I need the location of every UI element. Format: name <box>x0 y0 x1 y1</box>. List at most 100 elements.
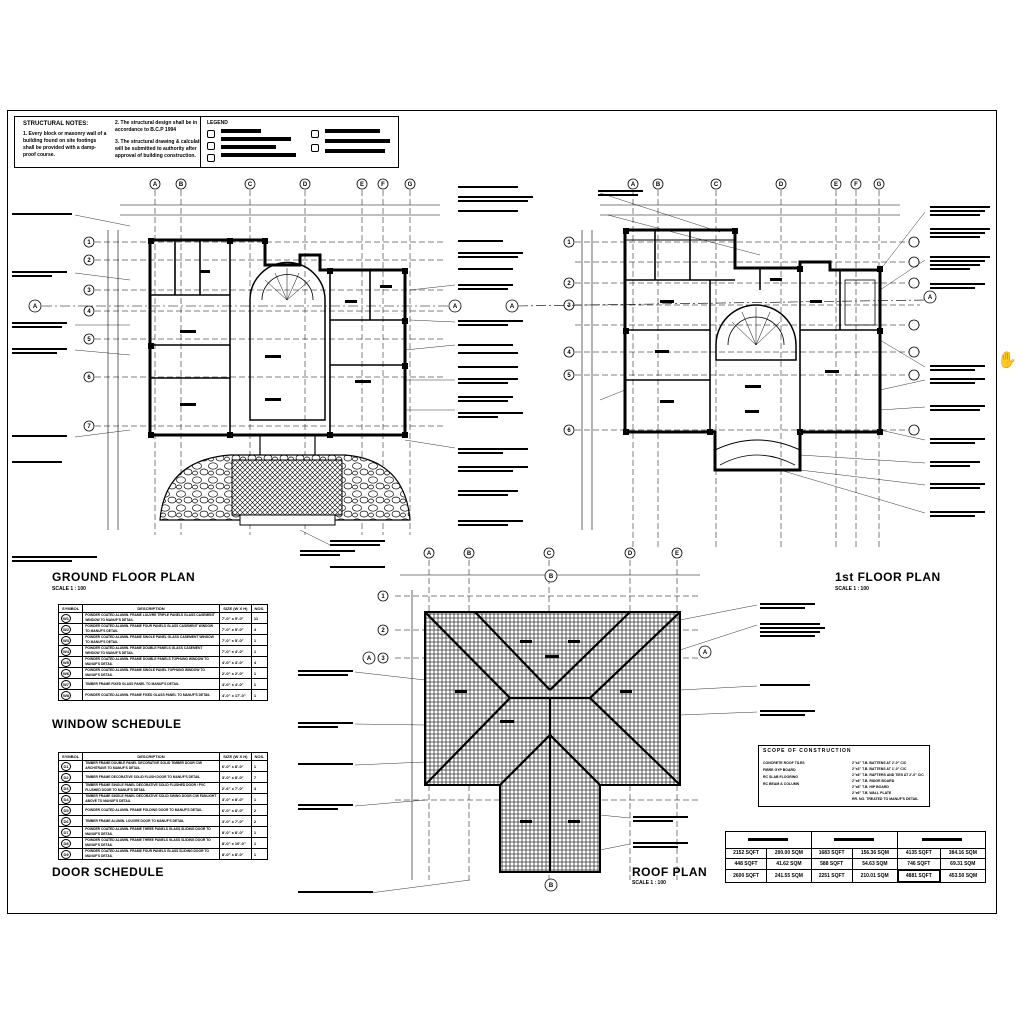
scope-right-line: 2"x6" T.B. HIP BOARD <box>852 785 889 789</box>
grid-column-label: A <box>631 182 636 188</box>
header-size: SIZE (W X H) <box>218 752 252 761</box>
door-schedule-symbol-cell: D9 <box>57 848 84 860</box>
legend-text-7 <box>325 149 385 153</box>
grid-row-label: 2 <box>567 281 571 287</box>
grid-column-label: E <box>675 551 679 557</box>
grid-row-label: 4 <box>87 309 91 315</box>
window-schedule-description: POWDER COATED ALUMIN. FRAME FOUR PANELS … <box>82 623 220 635</box>
grid-row-label: 3 <box>567 303 571 309</box>
window-schedule-nos: 1 <box>250 678 269 690</box>
area-header-row <box>725 831 986 849</box>
grid-column-label: D <box>303 182 308 188</box>
door-schedule-description: TIMBER FRAME DECORATIVE SOLID FLUSH DOOR… <box>82 771 220 783</box>
door-schedule-symbol-cell: D5 <box>57 804 84 816</box>
window-schedule-symbol-cell: W1 <box>57 612 84 624</box>
area-cell: 54.63 SQM <box>851 858 899 871</box>
door-schedule-size: 3'-0" x 7'-0" <box>218 815 252 827</box>
window-schedule-description: TIMBER FRAME FIXED GLASS PANEL TO MANUF'… <box>82 678 220 690</box>
door-schedule-symbol: D7 <box>61 827 71 837</box>
grid-row-label: 4 <box>567 350 571 356</box>
legend-text-4 <box>221 153 296 157</box>
header-symbol: SYMBOL <box>57 604 84 613</box>
area-cell: 2600 SQFT <box>724 869 768 883</box>
grid-column-label: F <box>854 182 858 188</box>
door-schedule-nos: 1 <box>250 826 269 838</box>
grid-column-label: A <box>153 182 158 188</box>
area-header-3 <box>897 831 986 849</box>
legend-text-6 <box>325 139 390 143</box>
grid-column-label: E <box>834 182 838 188</box>
header-description: DESCRIPTION <box>82 752 220 761</box>
window-schedule-symbol-cell: W6 <box>57 667 84 679</box>
window-schedule-nos: 1 <box>250 667 269 679</box>
door-schedule-symbol-cell: D3 <box>57 782 84 794</box>
drawing-border <box>7 110 997 914</box>
grid-row-label: 2 <box>381 628 385 634</box>
legend-text-1 <box>221 129 261 133</box>
grid-row-label: 5 <box>87 337 91 343</box>
scope-of-construction-box: SCOPE OF CONSTRUCTION CONCRETE ROOF TILE… <box>758 745 930 807</box>
grid-column-label: G <box>877 182 882 188</box>
structural-note-1: 1. Every block or masonry wall of a buil… <box>23 131 107 158</box>
door-schedule-symbol: D2 <box>61 772 71 782</box>
door-schedule-nos: 2 <box>250 804 269 816</box>
area-cell: 210.01 SQM <box>851 869 899 883</box>
legend-symbol-brick <box>207 142 215 150</box>
window-schedule-size: 7'-0" x 5'-0" <box>218 612 252 624</box>
grid-row-label: 1 <box>567 240 571 246</box>
area-cell: 41.62 SQM <box>766 858 812 871</box>
window-schedule-size: 4'-0" x 4'-0" <box>218 678 252 690</box>
area-cell: 156.36 SQM <box>851 847 899 860</box>
header-symbol: SYMBOL <box>57 752 84 761</box>
window-schedule-size: 7'-0" x 5'-0" <box>218 634 252 646</box>
scope-left-line: FIBRE GYP BOARD <box>763 768 796 772</box>
window-schedule-symbol: W5 <box>61 657 71 667</box>
window-schedule-nos: 1 <box>250 634 269 646</box>
area-cell: 2251 SQFT <box>810 869 853 883</box>
legend-symbol-beam <box>311 144 319 152</box>
door-schedule-size: 3'-0" x 8'-0" <box>218 793 252 805</box>
door-schedule-symbol-cell: D2 <box>57 771 84 783</box>
structural-notes-heading: STRUCTURAL NOTES: <box>23 121 89 127</box>
scope-left-line: RC BEAM & COLUMN <box>763 782 800 786</box>
window-schedule-title: WINDOW SCHEDULE <box>52 717 182 731</box>
door-schedule-size: 8'-0" x 8'-0" <box>218 848 252 860</box>
door-schedule-description: TIMBER FRAME SINGLE PANEL DECORATIVE SOL… <box>82 793 220 805</box>
door-schedule-size: 3'-0" x 8'-0" <box>218 771 252 783</box>
section-marker-label: A <box>33 304 38 310</box>
grid-row-label: 3 <box>381 656 385 662</box>
grid-row-label: 1 <box>87 240 91 246</box>
grid-row-label: 6 <box>87 375 91 381</box>
door-schedule-size: 8'-0" x 8'-0" <box>218 826 252 838</box>
window-schedule-description: POWDER COATED ALUMIN. FRAME SINGLE PANEL… <box>82 667 220 679</box>
legend-text-5 <box>325 129 380 133</box>
door-schedule-description: TIMBER FRAME DOUBLE PANEL DECORATIVE SOL… <box>82 760 220 772</box>
door-schedule-description: POWDER COATED ALUMIN. FRAME THREE PANELS… <box>82 837 220 849</box>
door-schedule-nos: 1 <box>250 793 269 805</box>
area-cell: 746 SQFT <box>897 858 941 871</box>
section-marker-label: A <box>703 650 708 656</box>
area-cell: 69.31 SQM <box>939 858 987 871</box>
door-schedule-symbol-cell: D1 <box>57 760 84 772</box>
door-schedule-nos: 7 <box>250 771 269 783</box>
grid-row-label: 6 <box>567 428 571 434</box>
door-schedule-nos: 1 <box>250 760 269 772</box>
grid-column-label: F <box>381 182 385 188</box>
area-cell: 453.50 SQM <box>939 869 987 883</box>
door-schedule-size: 6'-0" x 8'-0" <box>218 804 252 816</box>
window-schedule-size: 4'-0" x 4'-0" <box>218 656 252 668</box>
scope-right-line: RR. NO. TREATED TO MANUF'S DETAIL <box>852 797 919 801</box>
door-schedule-description: POWDER COATED ALUMIN. FRAME FOUR PANELS … <box>82 848 220 860</box>
